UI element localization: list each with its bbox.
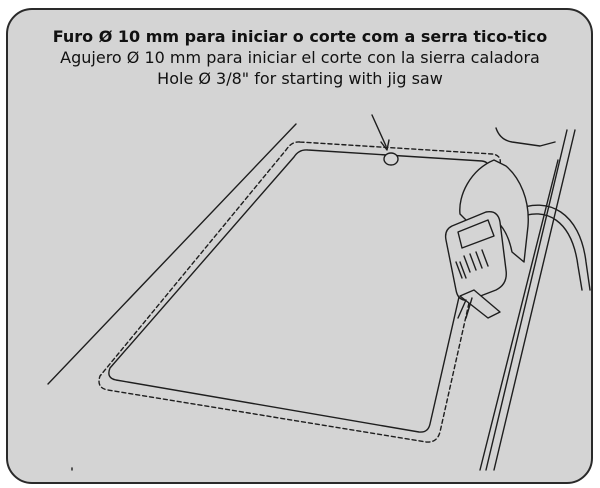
- jig-saw-base: [459, 289, 501, 319]
- countertop-right-edge: [485, 129, 568, 471]
- instruction-captions: Furo Ø 10 mm para iniciar o corte com a …: [0, 26, 600, 89]
- caption-english: Hole Ø 3/8" for starting with jig saw: [157, 69, 443, 88]
- jig-saw-top: [457, 219, 495, 249]
- jig-saw-grip-ridge: [463, 249, 489, 273]
- hole-arrow-head: [380, 139, 390, 151]
- jig-saw-blade: [457, 297, 473, 319]
- caption-spanish: Agujero Ø 10 mm para iniciar el corte co…: [60, 48, 540, 67]
- hand-sleeve: [495, 127, 556, 147]
- countertop-right-edge: [479, 159, 559, 471]
- hole-arrow-line: [371, 114, 387, 147]
- countertop-edge-line: [47, 123, 297, 385]
- cutting-line-outline: [108, 149, 490, 433]
- jig-saw-grip-ridge: [455, 261, 467, 279]
- starting-hole: [383, 152, 399, 166]
- hand: [459, 159, 529, 263]
- dashed-marking-outline: [98, 141, 502, 443]
- caption-portuguese: Furo Ø 10 mm para iniciar o corte com a …: [52, 27, 548, 46]
- countertop-right-edge: [493, 129, 576, 471]
